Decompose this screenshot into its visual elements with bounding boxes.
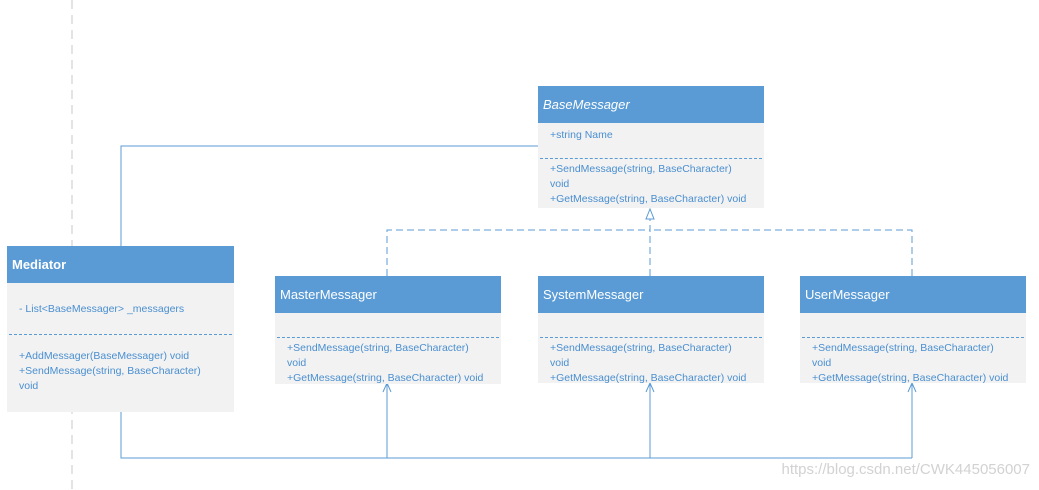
operation-send-message-return: void: [19, 380, 39, 392]
compartment-divider: [9, 334, 232, 335]
class-base-messager[interactable]: BaseMessager +string Name +SendMessage(s…: [538, 86, 764, 208]
operation-send-message: +SendMessage(string, BaseCharacter): [812, 342, 994, 354]
operation-send-message-return: void: [287, 357, 307, 369]
class-system-messager-name: SystemMessager: [538, 276, 764, 313]
operation-send-message: +SendMessage(string, BaseCharacter): [19, 365, 201, 377]
association-to-user-arrowhead: [907, 381, 917, 393]
association-mediator-bus: [120, 412, 912, 459]
class-master-messager[interactable]: MasterMessager +SendMessage(string, Base…: [275, 276, 501, 384]
operation-send-message: +SendMessage(string, BaseCharacter): [550, 163, 732, 175]
attribute-name: +string Name: [550, 129, 613, 141]
operation-send-message: +SendMessage(string, BaseCharacter): [550, 342, 732, 354]
operation-get-message: +GetMessage(string, BaseCharacter) void: [812, 372, 1009, 384]
operation-send-message-return: void: [812, 357, 832, 369]
realization-triangle-head: [645, 207, 655, 220]
compartment-divider: [540, 337, 762, 338]
compartment-divider: [277, 337, 499, 338]
class-master-messager-operations: +SendMessage(string, BaseCharacter) void…: [275, 338, 501, 390]
operation-get-message: +GetMessage(string, BaseCharacter) void: [550, 193, 747, 205]
class-master-messager-name: MasterMessager: [275, 276, 501, 313]
class-mediator-operations: +AddMessager(BaseMessager) void +SendMes…: [7, 335, 234, 398]
class-user-messager-attributes: [800, 313, 1026, 337]
realization-master-line: [386, 229, 650, 276]
attribute-messagers: - List<BaseMessager> _messagers: [19, 303, 185, 315]
operation-send-message: +SendMessage(string, BaseCharacter): [287, 342, 469, 354]
operation-send-message-return: void: [550, 357, 570, 369]
class-mediator-name: Mediator: [7, 246, 234, 283]
operation-get-message: +GetMessage(string, BaseCharacter) void: [287, 372, 484, 384]
realization-user-line: [650, 229, 913, 276]
operation-send-message-return: void: [550, 178, 570, 190]
compartment-divider: [540, 158, 762, 159]
operation-add-messager: +AddMessager(BaseMessager) void: [19, 350, 190, 362]
class-system-messager-operations: +SendMessage(string, BaseCharacter) void…: [538, 338, 764, 390]
watermark: https://blog.csdn.net/CWK445056007: [781, 461, 1031, 478]
class-base-messager-name: BaseMessager: [538, 86, 764, 123]
association-to-system-arrowhead: [645, 381, 655, 393]
class-user-messager[interactable]: UserMessager +SendMessage(string, BaseCh…: [800, 276, 1026, 384]
class-mediator[interactable]: Mediator - List<BaseMessager> _messagers…: [7, 246, 234, 412]
compartment-divider: [802, 337, 1024, 338]
class-system-messager[interactable]: SystemMessager +SendMessage(string, Base…: [538, 276, 764, 384]
class-user-messager-operations: +SendMessage(string, BaseCharacter) void…: [800, 338, 1026, 390]
class-master-messager-attributes: [275, 313, 501, 337]
class-base-messager-operations: +SendMessage(string, BaseCharacter) void…: [538, 159, 764, 211]
class-system-messager-attributes: [538, 313, 764, 337]
class-user-messager-name: UserMessager: [800, 276, 1026, 313]
class-base-messager-attributes: +string Name: [538, 123, 764, 158]
association-base-to-mediator: [120, 145, 538, 285]
operation-get-message: +GetMessage(string, BaseCharacter) void: [550, 372, 747, 384]
class-mediator-attributes: - List<BaseMessager> _messagers: [7, 283, 234, 334]
